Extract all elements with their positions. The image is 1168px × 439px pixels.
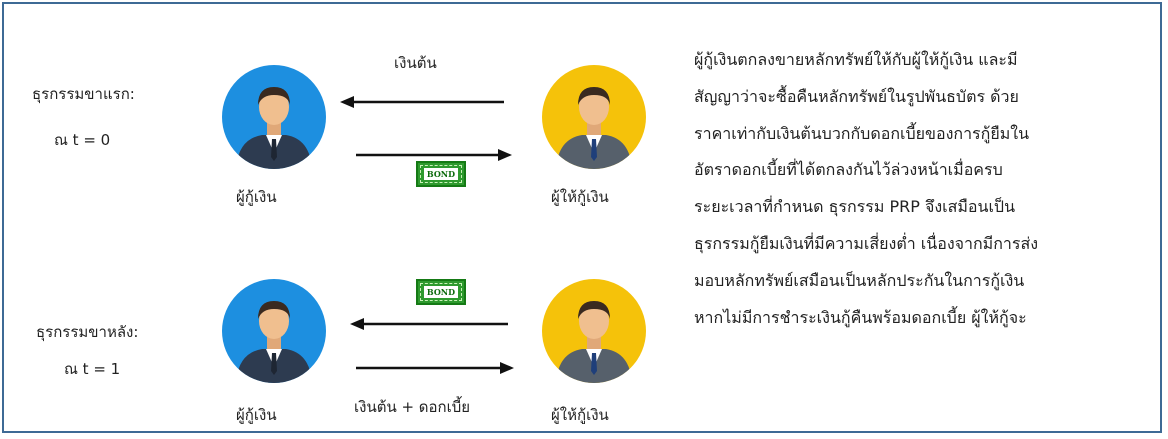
bond-icon: BOND bbox=[416, 161, 466, 187]
description-line: ราคาเท่ากับเงินต้นบวกกับดอกเบี้ยของการกู… bbox=[694, 123, 1029, 143]
arrow-right-icon bbox=[356, 362, 514, 374]
description-line: ผู้กู้เงินตกลงขายหลักทรัพย์ให้กับผู้ให้ก… bbox=[694, 50, 1018, 69]
borrower-avatar-icon bbox=[222, 279, 326, 383]
lender-avatar-icon bbox=[542, 65, 646, 169]
borrower-name: ผู้กู้เงิน bbox=[236, 406, 277, 424]
diagram-frame: ธุรกรรมขาแรก: ณ t = 0 เงินต้น bbox=[2, 2, 1162, 433]
lender-name: ผู้ให้กู้เงิน bbox=[551, 188, 609, 206]
second-leg-title: ธุรกรรมขาหลัง: bbox=[36, 323, 139, 341]
description-line: ระยะเวลาที่กำหนด ธุรกรรม PRP จึงเสมือนเป… bbox=[694, 197, 1016, 217]
description-line: ธุรกรรมกู้ยืมเงินที่มีความเสี่ยงต่ำ เนื่… bbox=[694, 233, 1039, 253]
description-line: หากไม่มีการชำระเงินกู้คืนพร้อมดอกเบี้ย ผ… bbox=[694, 307, 1027, 327]
description-line: สัญญาว่าจะซื้อคืนหลักทรัพย์ในรูปพันธบัตร… bbox=[694, 86, 1019, 106]
principal-label: เงินต้น bbox=[394, 54, 437, 72]
first-leg-time: ณ t = 0 bbox=[54, 131, 111, 149]
lender-avatar-icon bbox=[542, 279, 646, 383]
description-line: มอบหลักทรัพย์เสมือนเป็นหลักประกันในการกู… bbox=[694, 270, 1025, 290]
first-leg-title: ธุรกรรมขาแรก: bbox=[32, 85, 135, 103]
description-paragraph: ผู้กู้เงินตกลงขายหลักทรัพย์ให้กับผู้ให้ก… bbox=[694, 42, 1154, 336]
arrow-left-icon bbox=[350, 318, 508, 330]
borrower-avatar-icon bbox=[222, 65, 326, 169]
borrower-name: ผู้กู้เงิน bbox=[236, 188, 277, 206]
bond-icon: BOND bbox=[416, 279, 466, 305]
principal-plus-interest-label: เงินต้น + ดอกเบี้ย bbox=[354, 398, 471, 416]
arrow-left-icon bbox=[340, 96, 504, 108]
arrow-right-icon bbox=[356, 149, 512, 161]
second-leg-time: ณ t = 1 bbox=[64, 360, 121, 378]
lender-name: ผู้ให้กู้เงิน bbox=[551, 406, 609, 424]
description-line: อัตราดอกเบี้ยที่ได้ตกลงกันไว้ล่วงหน้าเมื… bbox=[694, 160, 1003, 180]
